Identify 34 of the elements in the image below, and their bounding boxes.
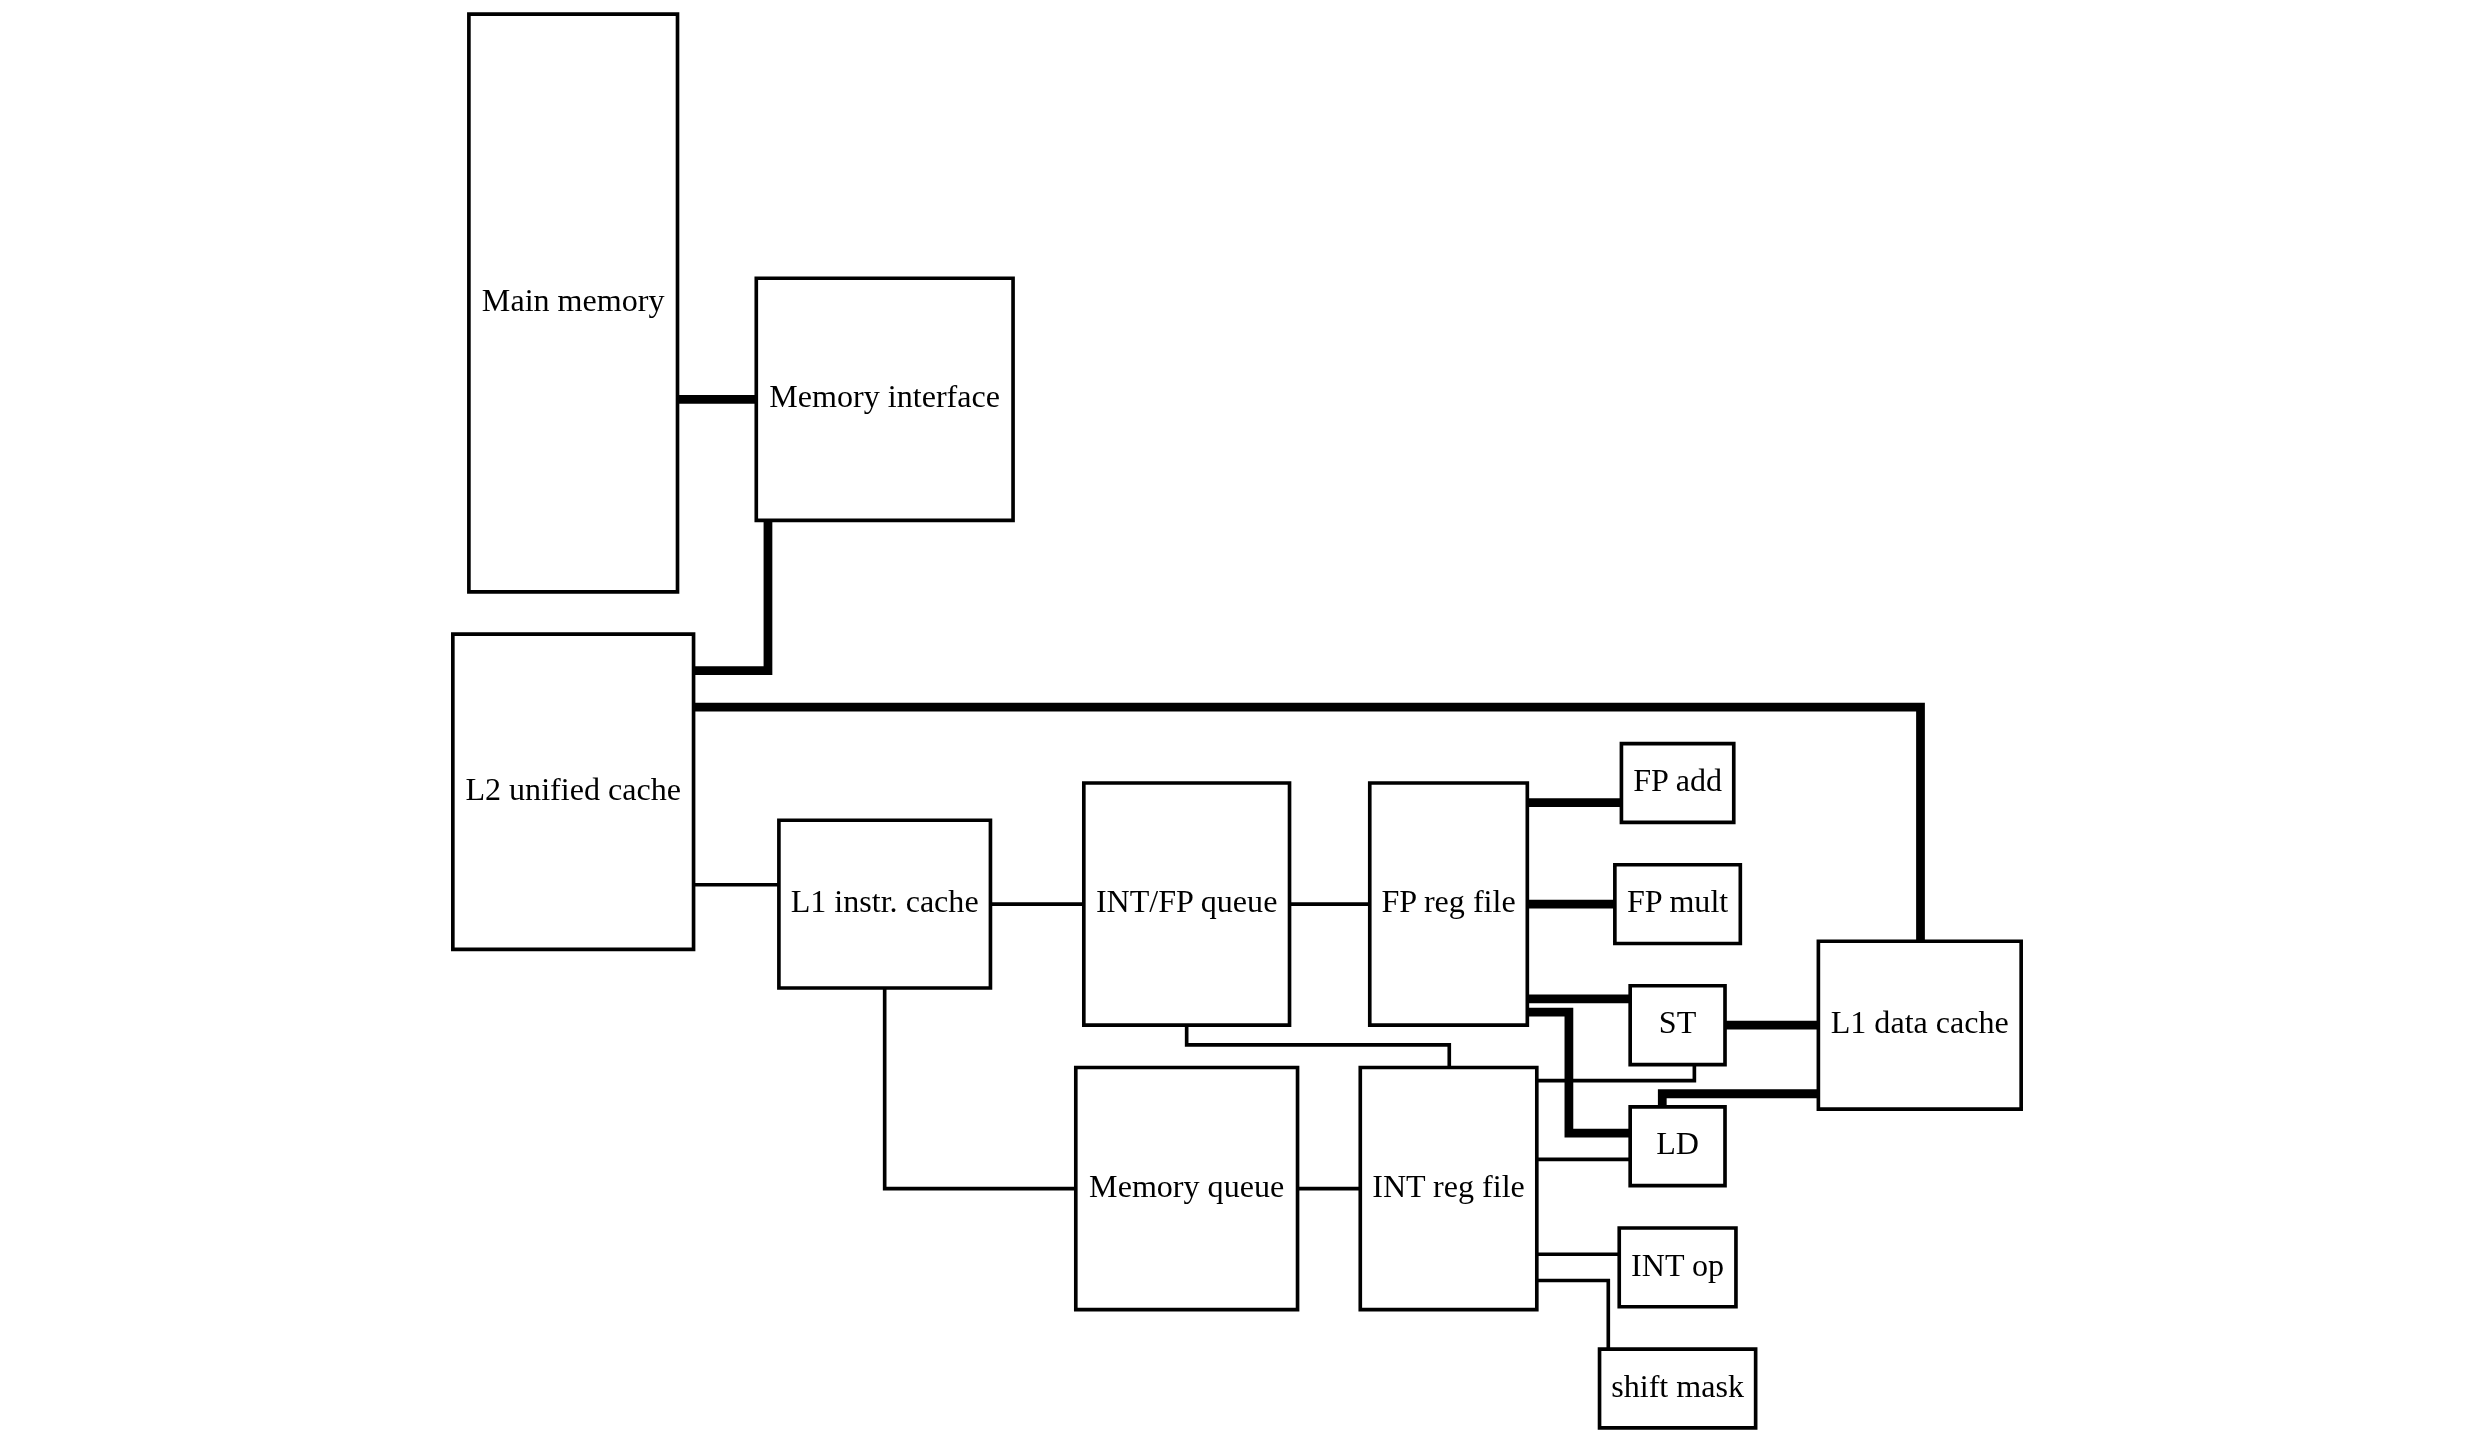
connector [1289,902,1370,906]
connector [693,702,1925,942]
node-box: L1 instr. cache [777,818,993,990]
connector [677,394,756,404]
node-box: LD [1628,1105,1727,1188]
node-box: Memory interface [754,276,1015,523]
connector [1527,798,1622,808]
node-box: L1 data cache [1816,939,2023,1111]
node-box: Memory queue [1073,1065,1300,1312]
node-box: INT reg file [1358,1065,1539,1312]
node-box: FP mult [1613,862,1743,946]
connector [693,520,773,676]
node-box: shift mask [1597,1347,1758,1430]
node-box: INT/FP queue [1082,781,1292,1027]
connector [990,902,1084,906]
connector [1527,994,1631,1004]
connector [1657,1089,1819,1107]
connector [1537,1157,1630,1162]
node-box: L2 unified cache [451,632,696,952]
node-box: ST [1628,983,1727,1067]
node-box: INT op [1617,1226,1738,1309]
connector [1527,899,1615,909]
node-box: Main memory [467,12,680,594]
connector [1184,1025,1452,1068]
connector [1536,1278,1611,1349]
node-box: FP reg file [1367,781,1530,1027]
connector [1725,1020,1818,1030]
node-box: FP add [1619,741,1736,825]
connector [1527,1007,1630,1138]
connector [882,988,1076,1191]
connector [1297,1186,1360,1191]
connector [1537,1252,1619,1257]
connector [1537,1064,1697,1083]
connector [693,882,779,887]
